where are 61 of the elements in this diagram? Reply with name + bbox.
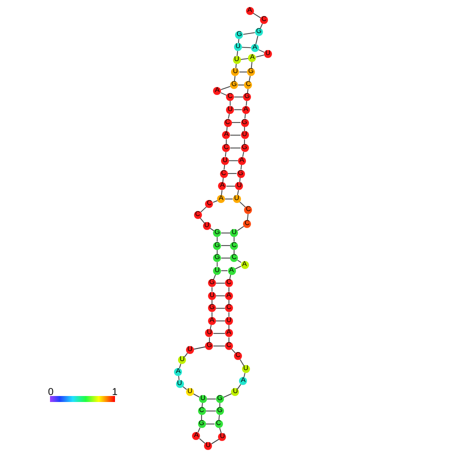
base-pair-line	[227, 173, 237, 174]
backbone-line	[244, 138, 245, 144]
base-pair-line	[206, 398, 216, 400]
backbone-line	[234, 266, 242, 270]
backbone-line	[222, 177, 224, 183]
base-pair-line	[234, 96, 244, 98]
backbone-line	[236, 226, 244, 232]
base-pair-line	[220, 245, 230, 246]
base-pair-line	[238, 84, 245, 86]
base-pair-line	[216, 320, 226, 322]
base-pair-line	[242, 46, 252, 48]
backbone-line	[212, 200, 218, 203]
backbone-line	[244, 126, 245, 132]
backbone-line	[210, 324, 212, 330]
backbone-line	[228, 312, 230, 318]
backbone-line	[202, 402, 203, 408]
backbone-line	[225, 152, 226, 158]
backbone-line	[178, 376, 180, 380]
backbone-line	[220, 86, 231, 90]
base-pair-line	[231, 122, 241, 123]
backbone-line	[223, 393, 232, 398]
backbone-line	[242, 152, 244, 158]
backbone-line	[248, 76, 251, 82]
backbone-line	[228, 337, 230, 342]
backbone-line	[198, 427, 200, 433]
backbone-line	[228, 113, 230, 119]
backbone-line	[256, 54, 264, 58]
backbone-line	[193, 394, 200, 398]
backbone-line	[209, 337, 210, 342]
backbone-line	[238, 38, 240, 44]
base-pair-line	[224, 198, 234, 200]
backbone-line	[250, 62, 252, 68]
backbone-line	[226, 126, 228, 132]
backbone-line	[228, 324, 230, 330]
backbone-line	[235, 64, 237, 68]
backbone-line	[258, 49, 265, 53]
base-pair-line	[213, 333, 226, 334]
backbone-line	[255, 35, 258, 45]
scale-label: 1	[112, 388, 118, 398]
backbone-line	[236, 50, 238, 56]
backbone-line	[237, 190, 239, 196]
base-pair-line	[242, 32, 256, 35]
backbone-line	[246, 100, 248, 106]
backbone-line	[220, 92, 227, 96]
scale-label: 0	[48, 388, 54, 398]
backbone-line	[228, 286, 230, 292]
backbone-line	[218, 414, 220, 420]
backbone-line	[221, 190, 222, 196]
backbone-line	[193, 346, 206, 350]
backbone-line	[201, 414, 202, 420]
backbone-line	[252, 12, 262, 18]
backbone-line	[228, 299, 230, 305]
base-pair-line	[220, 232, 230, 234]
backbone-line	[211, 438, 220, 444]
backbone-line	[237, 260, 242, 263]
backbone-line	[247, 88, 248, 94]
base-pair-line	[230, 134, 241, 136]
base-pair-line	[205, 410, 216, 412]
backbone-line	[247, 214, 248, 220]
backbone-line	[244, 372, 246, 378]
backbone-line	[234, 76, 236, 82]
